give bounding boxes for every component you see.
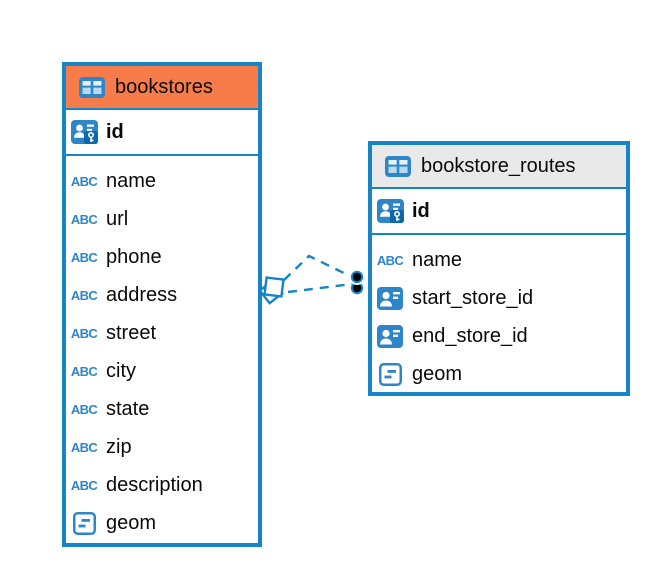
- column-name: address: [106, 283, 178, 306]
- table-bookstores-columns: ABC name ABC url ABC phone ABC address A…: [66, 156, 258, 542]
- column-name: phone: [106, 245, 162, 268]
- text-type-icon: ABC: [70, 173, 98, 189]
- text-type-icon: ABC: [70, 439, 98, 455]
- column-row[interactable]: ABC city: [66, 352, 258, 390]
- column-name: geom: [412, 362, 463, 385]
- column-name: city: [106, 359, 136, 382]
- column-name: id: [412, 199, 430, 222]
- column-row[interactable]: ABC url: [66, 200, 258, 238]
- text-type-icon: ABC: [70, 363, 98, 379]
- primary-key-icon: [376, 199, 404, 223]
- table-icon: [78, 76, 106, 98]
- column-name: street: [106, 321, 157, 344]
- column-row[interactable]: ABC name: [66, 162, 258, 200]
- table-bookstores[interactable]: bookstores id ABC: [62, 62, 262, 547]
- text-type-icon: ABC: [70, 325, 98, 341]
- column-name: start_store_id: [412, 286, 534, 309]
- column-name: geom: [106, 511, 157, 534]
- column-name: zip: [106, 435, 132, 458]
- geometry-type-icon: [376, 362, 404, 386]
- text-type-icon: ABC: [70, 287, 98, 303]
- column-row-id[interactable]: id: [372, 189, 626, 235]
- column-name: name: [412, 248, 463, 271]
- column-name: description: [106, 473, 203, 496]
- table-bookstore-routes[interactable]: bookstore_routes id ABC: [368, 141, 630, 396]
- column-row[interactable]: ABC address: [66, 276, 258, 314]
- relationship-line-upper[interactable]: [283, 254, 353, 281]
- column-row[interactable]: ABC street: [66, 314, 258, 352]
- relationship-line-lower[interactable]: [287, 282, 353, 294]
- column-row[interactable]: ABC phone: [66, 238, 258, 276]
- geometry-type-icon: [70, 511, 98, 535]
- table-title: bookstores: [115, 75, 213, 98]
- table-bookstore-routes-columns: ABC name start_store_id: [372, 235, 626, 393]
- column-name: state: [106, 397, 150, 420]
- relationship-source-marker[interactable]: [258, 276, 285, 305]
- column-name: url: [106, 207, 129, 230]
- column-row[interactable]: geom: [372, 355, 626, 393]
- text-type-icon: ABC: [70, 211, 98, 227]
- table-title: bookstore_routes: [421, 154, 576, 177]
- relationship-target-dots[interactable]: [349, 269, 365, 295]
- column-row[interactable]: ABC zip: [66, 428, 258, 466]
- reference-icon: [376, 324, 404, 348]
- column-name: name: [106, 169, 157, 192]
- column-row[interactable]: ABC name: [372, 241, 626, 279]
- column-row[interactable]: ABC description: [66, 466, 258, 504]
- table-icon: [384, 155, 412, 177]
- column-row[interactable]: end_store_id: [372, 317, 626, 355]
- reference-icon: [376, 286, 404, 310]
- table-bookstores-header[interactable]: bookstores: [66, 66, 258, 110]
- text-type-icon: ABC: [70, 401, 98, 417]
- primary-key-icon: [70, 120, 98, 144]
- text-type-icon: ABC: [70, 477, 98, 493]
- column-row[interactable]: start_store_id: [372, 279, 626, 317]
- text-type-icon: ABC: [70, 249, 98, 265]
- text-type-icon: ABC: [376, 252, 404, 268]
- column-row[interactable]: geom: [66, 504, 258, 542]
- relationship-edge[interactable]: [258, 254, 365, 305]
- column-name: end_store_id: [412, 324, 528, 347]
- column-name: id: [106, 120, 124, 143]
- column-row-id[interactable]: id: [66, 110, 258, 156]
- table-bookstore-routes-header[interactable]: bookstore_routes: [372, 145, 626, 189]
- column-row[interactable]: ABC state: [66, 390, 258, 428]
